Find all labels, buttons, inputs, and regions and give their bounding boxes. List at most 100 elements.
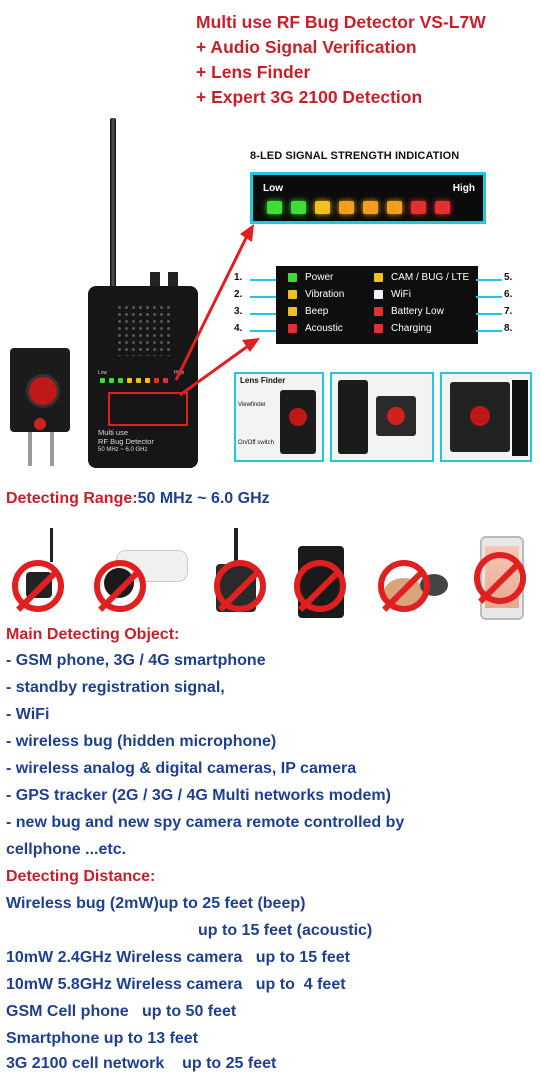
legend-label: Vibration [305,289,345,300]
arrowhead [240,224,254,242]
object-item: - WiFi [6,706,50,723]
lens-finder-diagram: Lens Finder Viewfinder On/Off switch [234,372,324,462]
led [136,378,141,383]
prohibited-icon [214,560,266,612]
lens-finder-photo-front [440,372,532,462]
signal-led [339,201,354,214]
distance-line: up to 15 feet (acoustic) [198,922,373,939]
legend-arrow [476,296,502,298]
legend-number: 1. [234,272,243,283]
legend-number: 5. [504,272,513,283]
object-item: - wireless analog & digital cameras, IP … [6,760,357,777]
prohibited-icon [378,560,430,612]
switch-label: On/Off switch [238,440,274,446]
led [127,378,132,383]
legend-led [288,273,297,282]
legend-arrow [476,330,502,332]
legend-label: Battery Low [391,306,444,317]
prohibited-icon [12,560,64,612]
antenna-wire [234,528,238,568]
header-block: Multi use RF Bug Detector VS-L7W + Audio… [196,10,486,110]
antenna-wire [50,528,53,562]
wireless-bug-icon [12,528,80,620]
device-edge [512,380,528,456]
led [154,378,159,383]
legend-item: Beep [288,306,328,317]
legend-number: 3. [234,306,243,317]
distance-line: 10mW 2.4GHz Wireless camera up to 15 fee… [6,949,350,966]
led [100,378,105,383]
arrow-to-legend [179,344,249,397]
legend-arrow [250,279,276,281]
legend-arrow [250,313,276,315]
legend-led [374,324,383,333]
legend-number: 8. [504,323,513,334]
led [145,378,150,383]
prohibited-icon [474,552,526,604]
security-camera-icon [92,528,188,620]
earpiece-icon [374,528,454,620]
legend-arrow [250,330,276,332]
feature-2: + Lens Finder [196,62,311,82]
legend-label: Acoustic [305,323,343,334]
signal-led [291,201,306,214]
viewfinder-label: Viewfinder [238,402,266,408]
device-side-view [338,380,368,454]
arrowhead [242,338,260,352]
prohibited-icon [94,560,146,612]
lens-button [34,418,46,430]
legend-arrow [250,296,276,298]
lens-red [387,407,405,425]
object-item: - standby registration signal, [6,679,225,696]
object-item: - GPS tracker (2G / 3G / 4G Multi networ… [6,787,391,804]
antenna [110,118,116,288]
probe-pin [50,432,54,466]
legend-item: Charging [374,323,432,334]
viewfinder-lens [289,408,307,426]
low-label: Low [263,183,283,194]
lens-finder-probe [10,348,70,432]
legend-led [288,307,297,316]
legend-label: Beep [305,306,329,317]
legend-led [374,290,383,299]
device-label: Multi use RF Bug Detector 50 MHz ~ 6.0 G… [98,428,154,455]
distance-line: Smartphone up to 13 feet [6,1030,199,1047]
feature-1: + Audio Signal Verification [196,37,417,57]
lens-attachment [376,396,416,436]
signal-led [435,201,450,214]
smartphone-icon [470,528,538,620]
detecting-range: Detecting Range:50 MHz ~ 6.0 GHz [6,490,270,508]
feature-3: + Expert 3G 2100 Detection [196,87,423,107]
led [118,378,123,383]
object-item: - wireless bug (hidden microphone) [6,733,277,750]
range-label: Detecting Range: [6,490,138,507]
legend-label: CAM / BUG / LTE [391,272,470,283]
signal-led [267,201,282,214]
legend-led [374,307,383,316]
object-item: - new bug and new spy camera remote cont… [6,814,405,831]
device-label-2: RF Bug Detector [98,437,154,446]
object-item: cellphone ...etc. [6,841,127,858]
lens-finder-title: Lens Finder [240,376,286,385]
distance-heading: Detecting Distance: [6,868,156,885]
legend-label: Power [305,272,334,283]
device-label-1: Multi use [98,428,129,437]
legend-item: Power [288,272,333,283]
device-low-label: Low [98,370,108,376]
knob [168,272,178,288]
legend-item: Battery Low [374,306,444,317]
range-value: 50 MHz ~ 6.0 GHz [137,490,270,507]
legend-number: 6. [504,289,513,300]
distance-line: 3G 2100 cell network up to 25 feet [6,1055,277,1072]
pointer-arrows [174,224,260,397]
legend-item: Vibration [288,289,344,300]
legend-item: WiFi [374,289,411,300]
distance-line: GSM Cell phone up to 50 feet [6,1003,237,1020]
high-label: High [452,183,475,194]
signal-led [315,201,330,214]
device-legend-highlight [108,392,188,426]
legend-item: CAM / BUG / LTE [374,272,469,283]
lens-finder-device [280,390,316,454]
probe-pin [28,432,32,466]
led-panel-title: 8-LED SIGNAL STRENGTH INDICATION [250,150,460,162]
